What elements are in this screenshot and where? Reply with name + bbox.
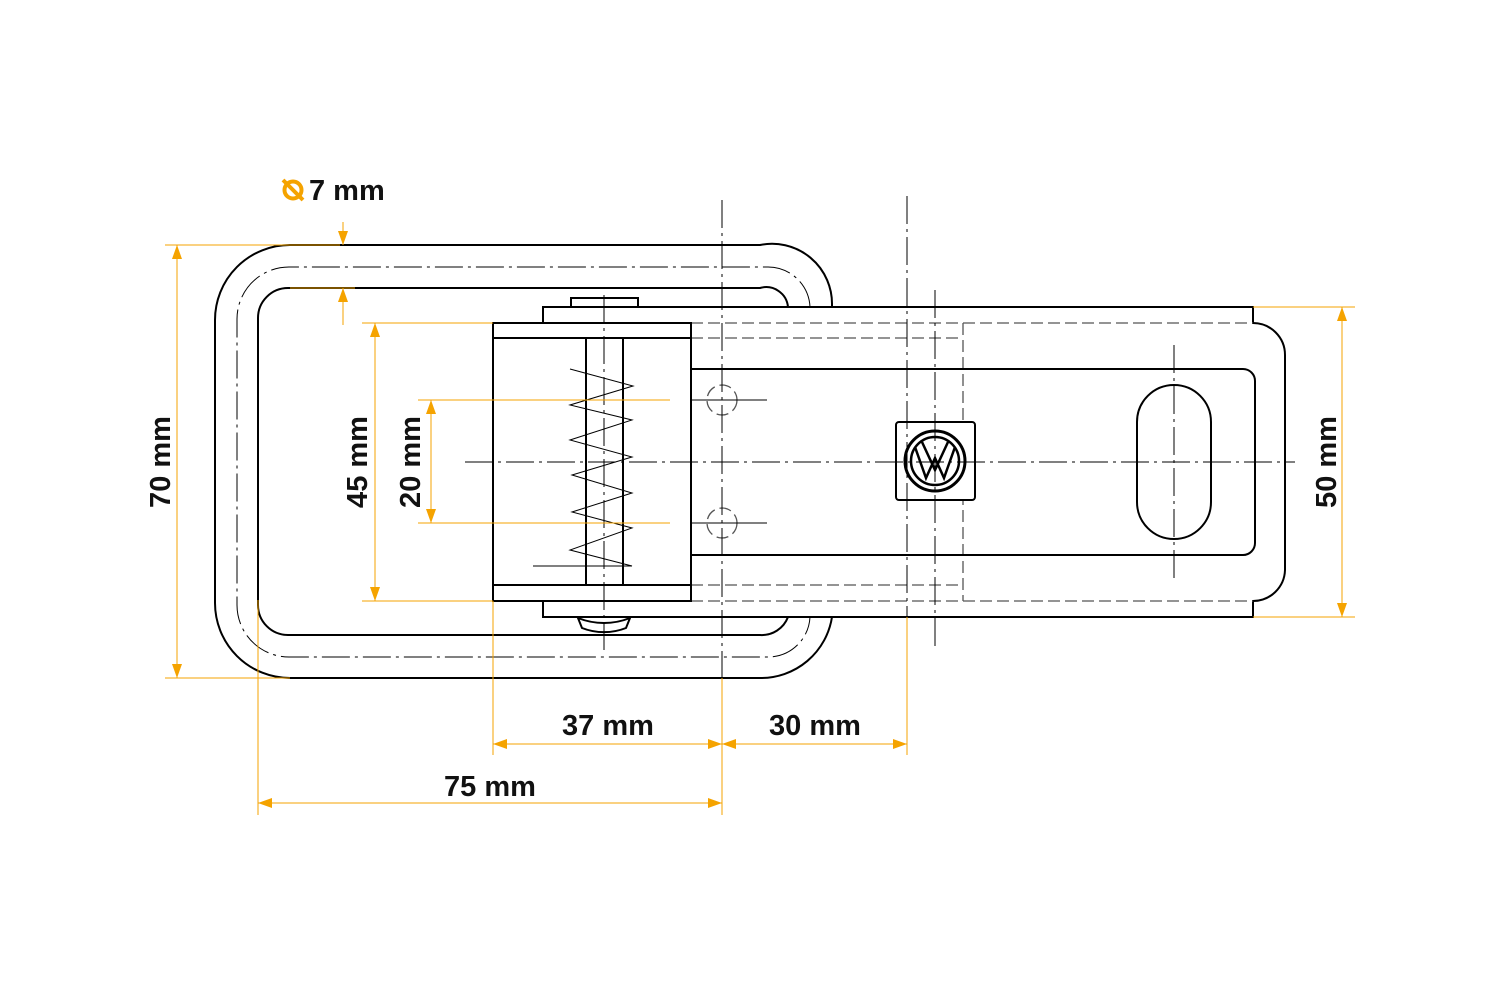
dim-label-buckle-width: 37 mm	[562, 710, 654, 742]
dim-label-offset: 30 mm	[769, 710, 861, 742]
dim-label-hole-spacing: 20 mm	[395, 416, 427, 508]
dim-label-plate-height: 50 mm	[1311, 416, 1343, 508]
dim-label-overall-length: 75 mm	[444, 771, 536, 803]
buckle	[492, 297, 692, 634]
centerlines	[465, 196, 1295, 755]
wire-loop	[214, 242, 834, 680]
spring	[533, 368, 635, 567]
dim-label-hole-diameter: 7 mm	[309, 175, 385, 207]
dimension-lines	[165, 222, 1355, 815]
dim-label-overall-height: 70 mm	[145, 416, 177, 508]
diameter-icon	[281, 178, 305, 202]
dim-label-buckle-height: 45 mm	[342, 416, 374, 508]
